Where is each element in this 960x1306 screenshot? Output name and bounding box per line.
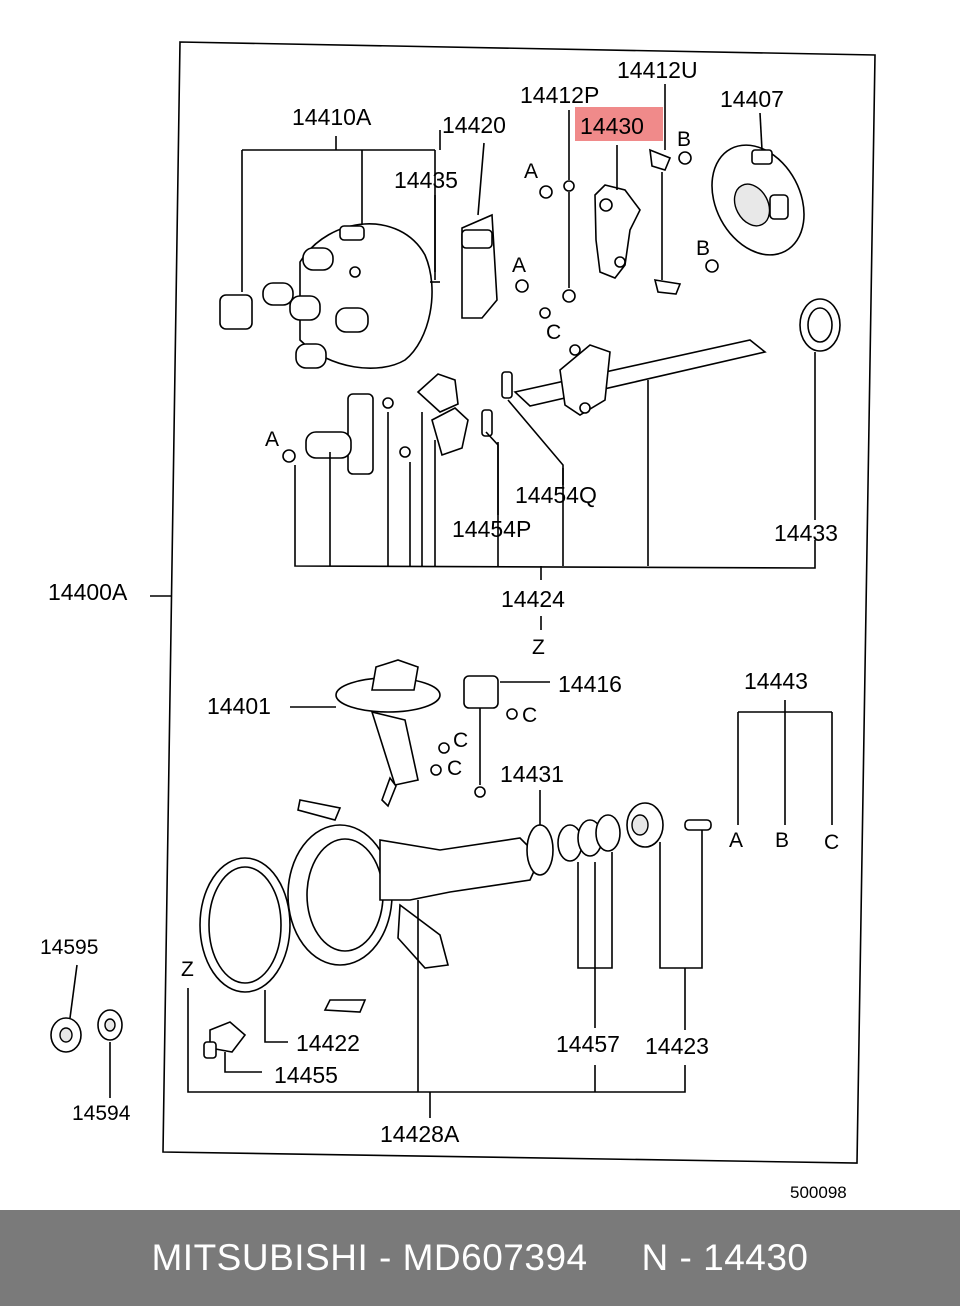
label-14410A: 14410A bbox=[292, 104, 372, 130]
label-14416: 14416 bbox=[558, 671, 622, 697]
ref-c: C bbox=[447, 757, 462, 780]
o-ring-14431 bbox=[526, 824, 554, 876]
ref-b: B bbox=[775, 829, 789, 852]
ref-a: A bbox=[729, 829, 743, 852]
sensor-14416 bbox=[463, 675, 499, 798]
label-14401: 14401 bbox=[207, 693, 271, 719]
label-14595: 14595 bbox=[40, 936, 98, 959]
ref-c: C bbox=[824, 831, 839, 854]
bushing-14595 bbox=[50, 1017, 82, 1053]
label-14428A: 14428A bbox=[380, 1121, 460, 1147]
label-14423: 14423 bbox=[645, 1033, 709, 1059]
gear-14423 bbox=[626, 802, 712, 848]
label-14435: 14435 bbox=[394, 167, 458, 193]
label-14455: 14455 bbox=[274, 1062, 338, 1088]
pickup-assembly-14430 bbox=[594, 184, 641, 279]
distributor-housing bbox=[287, 799, 541, 1013]
label-14457: 14457 bbox=[556, 1031, 620, 1057]
label-14454P: 14454P bbox=[452, 516, 531, 542]
distributor-cap bbox=[219, 223, 440, 369]
label-14424: 14424 bbox=[501, 586, 565, 612]
washer-14594 bbox=[97, 1009, 123, 1041]
gasket-14422 bbox=[199, 857, 291, 993]
diagram-frame bbox=[162, 41, 876, 1164]
ref-a: A bbox=[512, 254, 526, 277]
highlight-box bbox=[575, 107, 663, 141]
ref-b: B bbox=[677, 128, 691, 151]
washers-14457 bbox=[557, 814, 621, 862]
vacuum-advance bbox=[335, 659, 441, 808]
drawing-code: 500098 bbox=[790, 1183, 847, 1202]
footer-bar: MITSUBISHI - MD607394 N - 14430 bbox=[0, 1210, 960, 1306]
lead-wire-14412U bbox=[649, 148, 682, 295]
label-14443: 14443 bbox=[744, 668, 808, 694]
label-14431: 14431 bbox=[500, 761, 564, 787]
governor-shaft bbox=[513, 339, 767, 416]
springs bbox=[481, 371, 513, 437]
sensor-14455 bbox=[203, 1021, 247, 1059]
label-14400A: 14400A bbox=[48, 579, 128, 605]
breaker-plate bbox=[711, 144, 805, 256]
ref-c: C bbox=[546, 321, 561, 344]
label-14420: 14420 bbox=[442, 112, 506, 138]
label-14454Q: 14454Q bbox=[515, 482, 597, 508]
ref-z: Z bbox=[181, 958, 194, 981]
governor-weights bbox=[282, 373, 469, 475]
ref-a: A bbox=[265, 428, 279, 451]
lead-wire-14412P bbox=[562, 180, 576, 303]
label-14422: 14422 bbox=[296, 1030, 360, 1056]
label-14430: 14430 bbox=[580, 113, 644, 139]
ref-z: Z bbox=[532, 636, 545, 659]
ref-c: C bbox=[522, 704, 537, 727]
ref-b: B bbox=[696, 237, 710, 260]
label-14407: 14407 bbox=[720, 86, 784, 112]
label-14594: 14594 bbox=[72, 1102, 131, 1125]
label-14412P: 14412P bbox=[520, 82, 599, 108]
parts-diagram: 14412U 14412P 14407 14410A 14420 14430 1… bbox=[40, 41, 876, 1202]
label-14412U: 14412U bbox=[617, 57, 698, 83]
oil-seal bbox=[799, 298, 841, 352]
ref-a: A bbox=[524, 160, 538, 183]
footer-part-info: MITSUBISHI - MD607394 N - 14430 bbox=[151, 1237, 809, 1278]
label-14433: 14433 bbox=[774, 520, 838, 546]
ref-c: C bbox=[453, 729, 468, 752]
rotor bbox=[461, 213, 498, 319]
